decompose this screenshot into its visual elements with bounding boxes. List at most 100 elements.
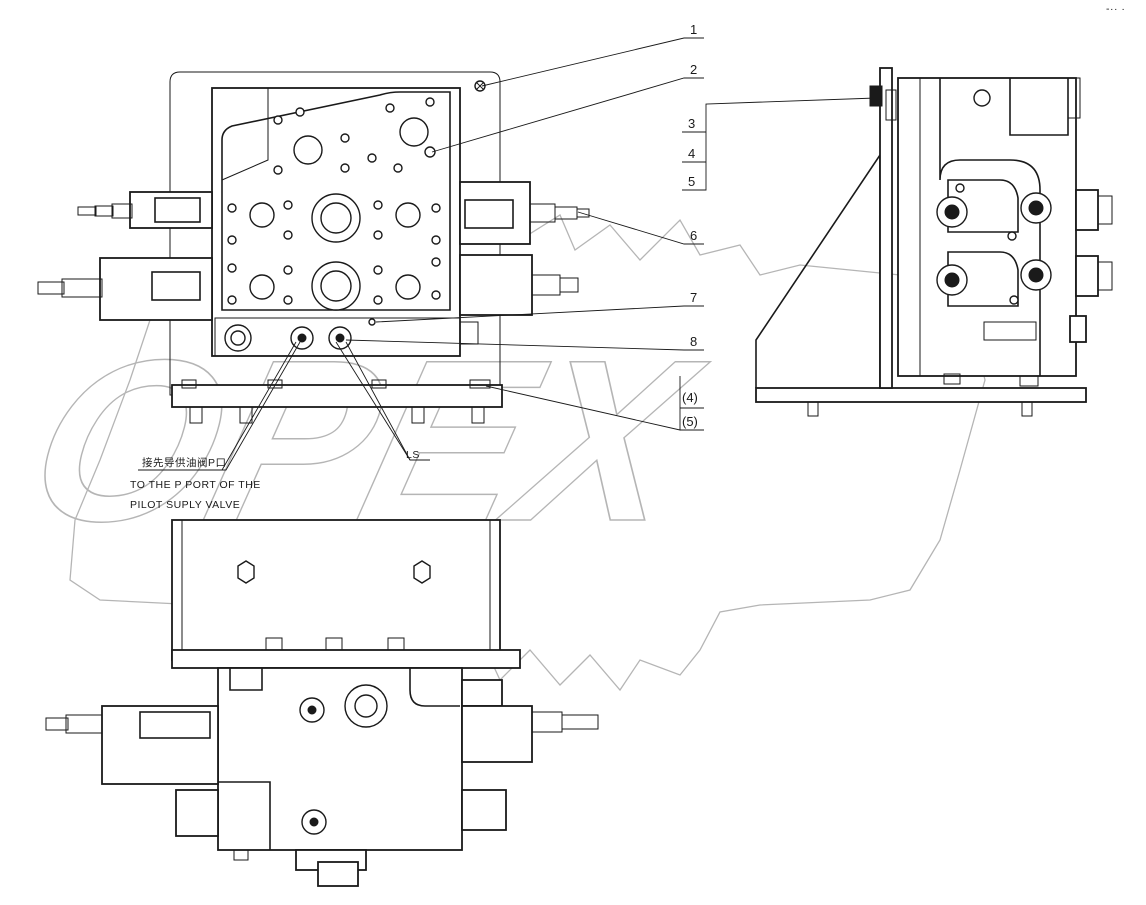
side-small-hole-3 — [1009, 295, 1019, 305]
front-base-bracket — [171, 384, 503, 408]
side-view — [755, 67, 1113, 417]
note-line-1: TO THE P PORT OF THE — [130, 479, 261, 491]
front-base-foot-2 — [239, 406, 253, 424]
callout-4-paren: (4) — [682, 390, 698, 405]
leader-7 — [375, 305, 704, 323]
front-left-fitting-lower — [37, 257, 213, 321]
side-lower-port-plate — [947, 251, 1019, 307]
front-base-bolt-1 — [181, 379, 197, 389]
side-foot-bolt-2 — [1019, 375, 1039, 387]
front-port-side-right-1 — [395, 202, 421, 228]
callout-8: 8 — [690, 334, 697, 349]
callout-7: 7 — [690, 290, 697, 305]
top-view — [45, 519, 599, 887]
leader-ls-b — [345, 341, 430, 461]
leader-3-sep — [682, 131, 706, 163]
front-port-large-upper-inner — [320, 202, 352, 234]
side-mount-plate-tab — [885, 89, 897, 121]
note-chinese: 接先导供油阀P口 — [142, 456, 227, 469]
front-right-fitting-upper — [459, 181, 590, 245]
front-base-foot-3 — [411, 406, 425, 424]
front-port-top-right — [399, 117, 429, 147]
front-valve-top-face — [221, 91, 451, 311]
callout-ls: LS — [406, 449, 420, 461]
front-base-bolt-2 — [267, 379, 283, 389]
leader-lines — [138, 37, 877, 471]
front-base-foot-4 — [471, 406, 485, 424]
leader-3-5 — [682, 97, 877, 191]
bottom-right-fitting — [461, 679, 599, 831]
front-small-fitting-1-cross — [475, 81, 485, 91]
leader-ls-a — [335, 341, 411, 461]
side-base-foot-2 — [1021, 401, 1033, 417]
side-valve-body — [897, 77, 1077, 377]
front-port-top — [293, 135, 323, 165]
bottom-valve-lower-step — [218, 781, 271, 850]
bottom-port-small-upper-center — [307, 705, 317, 715]
bottom-valve-profile-top — [229, 668, 263, 691]
callout-6: 6 — [690, 228, 697, 243]
bottom-bracket-base — [171, 649, 521, 669]
side-port-1-center — [944, 204, 960, 220]
bottom-port-large-inner — [354, 694, 378, 718]
side-top-fitting — [1067, 77, 1081, 119]
bottom-lower-fitting — [233, 849, 367, 887]
callout-5: 5 — [688, 174, 695, 189]
front-port-side-left-2 — [249, 274, 275, 300]
corner-mark: -·· · — [1106, 3, 1125, 15]
bottom-bracket-inner — [181, 520, 491, 660]
side-port-2-center — [1028, 200, 1044, 216]
front-lower-port-left-inner — [230, 330, 246, 346]
bottom-valve-block — [217, 667, 463, 851]
side-nameplate — [983, 321, 1037, 341]
bottom-bracket-bolt-3 — [387, 637, 405, 651]
front-base-foot-1 — [189, 406, 203, 424]
callout-4: 4 — [688, 146, 695, 161]
bottom-bracket-bolt-right — [413, 560, 431, 584]
side-foot-bolt-1 — [943, 373, 961, 385]
callout-2: 2 — [690, 62, 697, 77]
side-small-hole-1 — [955, 183, 965, 193]
side-upper-port-plate — [947, 179, 1019, 233]
pilot-supply-note: 接先导供油阀P口 TO THE P PORT OF THE PILOT SUPL… — [130, 456, 261, 511]
side-right-fittings — [1069, 189, 1113, 343]
callouts: 1 2 3 4 5 6 7 8 (4) (5) LS — [406, 22, 698, 461]
bottom-valve-profile-right — [409, 668, 460, 707]
side-base-plate — [755, 387, 1087, 403]
front-port-side-left-1 — [249, 202, 275, 228]
front-base-bolt-3 — [371, 379, 387, 389]
leader-p-port — [138, 341, 301, 471]
callout-1: 1 — [690, 22, 697, 37]
side-base-foot-1 — [807, 401, 819, 417]
side-small-hole-2 — [1007, 231, 1017, 241]
side-valve-left-flange — [897, 77, 921, 377]
leader-1 — [481, 37, 704, 87]
bottom-bracket-bolt-1 — [265, 637, 283, 651]
bottom-bracket-bolt-left — [237, 560, 255, 584]
front-view — [37, 71, 590, 424]
side-top-item-1 — [869, 85, 883, 107]
note-line-2: PILOT SUPLY VALVE — [130, 499, 240, 511]
side-valve-profile — [939, 78, 1041, 376]
callout-5-paren: (5) — [682, 414, 698, 429]
bottom-left-fitting — [45, 705, 219, 837]
side-port-4-center — [1028, 267, 1044, 283]
side-port-3-center — [944, 272, 960, 288]
callout-3: 3 — [688, 116, 695, 131]
bottom-port-small-lower-center — [309, 817, 319, 827]
leader-4b-sep — [680, 407, 704, 431]
side-top-hole — [973, 89, 991, 107]
front-valve-step — [221, 88, 269, 181]
front-base-bolt-4 — [469, 379, 491, 389]
front-port-side-right-2 — [395, 274, 421, 300]
front-bolt-holes — [227, 97, 441, 326]
side-mount-plate — [879, 67, 893, 389]
front-left-fitting-upper — [77, 191, 213, 229]
front-p-port-center — [297, 333, 307, 343]
front-ls-port-center — [335, 333, 345, 343]
front-right-fitting-lower — [459, 254, 579, 316]
leader-6 — [577, 211, 704, 245]
bottom-bracket-bolt-2 — [325, 637, 343, 651]
front-small-fitting-2 — [424, 146, 436, 158]
